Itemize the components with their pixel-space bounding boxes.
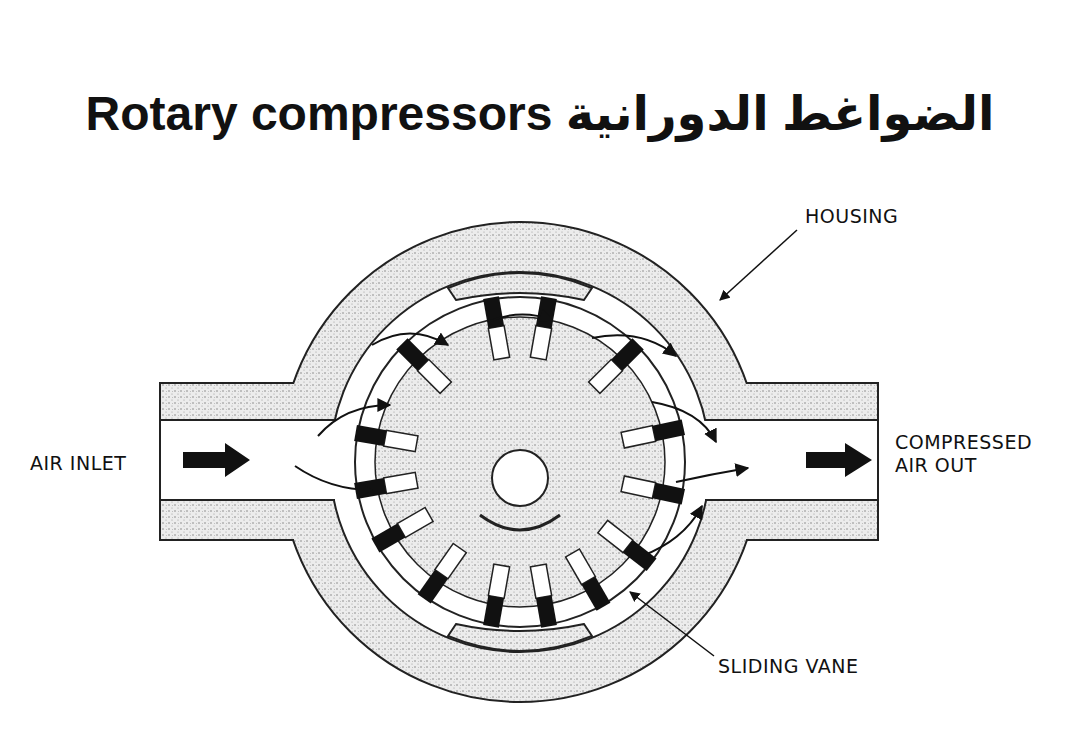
part-label: AIR INLET xyxy=(28,451,128,476)
housing-cavity xyxy=(330,272,710,652)
housing-body xyxy=(280,222,760,702)
rotation-mark xyxy=(480,515,560,530)
leader-line xyxy=(630,592,714,656)
inlet-arrow xyxy=(183,443,250,477)
sliding-vanes xyxy=(354,296,685,628)
rotor-hub xyxy=(492,450,548,506)
part-label: HOUSING xyxy=(803,204,900,229)
rotor-ring xyxy=(355,297,685,627)
leader-line xyxy=(720,230,797,300)
part-label: COMPRESSED AIR OUT xyxy=(893,430,1057,478)
housing-land xyxy=(448,624,592,651)
title: Rotary compressors الضواغط الدورانية xyxy=(10,86,1070,141)
housing-land xyxy=(448,273,592,300)
flow-arrows xyxy=(295,314,748,556)
rotor xyxy=(375,317,665,607)
part-label: SLIDING VANE xyxy=(716,654,860,679)
outlet-arrow xyxy=(806,443,872,477)
